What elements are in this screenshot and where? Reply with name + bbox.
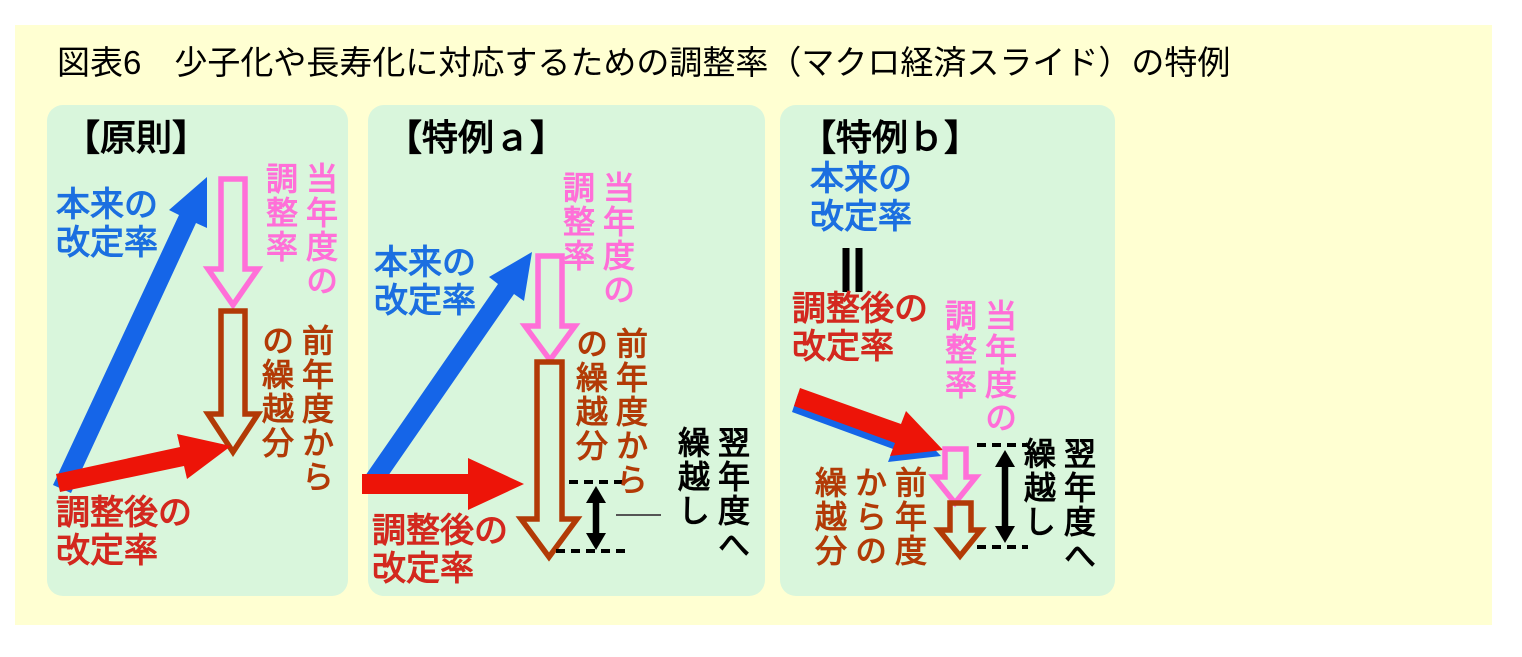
original-rate-label: 本来の 改定率: [810, 160, 912, 236]
panel-title-special-b: 【特例ｂ】: [800, 117, 981, 158]
prev-carryover-label: 前年度からの繰越分: [811, 466, 927, 568]
current-adjustment-label: 当年度の調整率: [559, 171, 635, 307]
prev-carryover-label: 前年度からの繰越分: [572, 327, 648, 497]
figure-title: 図表6 少子化や長寿化に対応するための調整率（マクロ経済スライド）の特例: [57, 44, 1231, 81]
current-adjustment-label: 当年度の調整率: [941, 299, 1017, 435]
original-rate-label: 本来の 改定率: [56, 186, 158, 262]
current-adjustment-label: 当年度の調整率: [262, 162, 338, 298]
panel-title-principle: 【原則】: [64, 117, 209, 158]
next-carryover-label: 翌年度へ繰越し: [674, 426, 750, 562]
adjusted-rate-label: 調整後の 改定率: [372, 512, 508, 588]
adjusted-rate-label: 調整後の 改定率: [792, 290, 928, 366]
panel-title-special-a: 【特例ａ】: [386, 117, 567, 158]
next-carryover-label: 翌年度へ繰越し: [1020, 437, 1096, 573]
prev-carryover-label: 前年度からの繰越分: [258, 324, 334, 494]
original-rate-label: 本来の 改定率: [374, 244, 476, 320]
adjusted-rate-label: 調整後の 改定率: [56, 494, 192, 570]
